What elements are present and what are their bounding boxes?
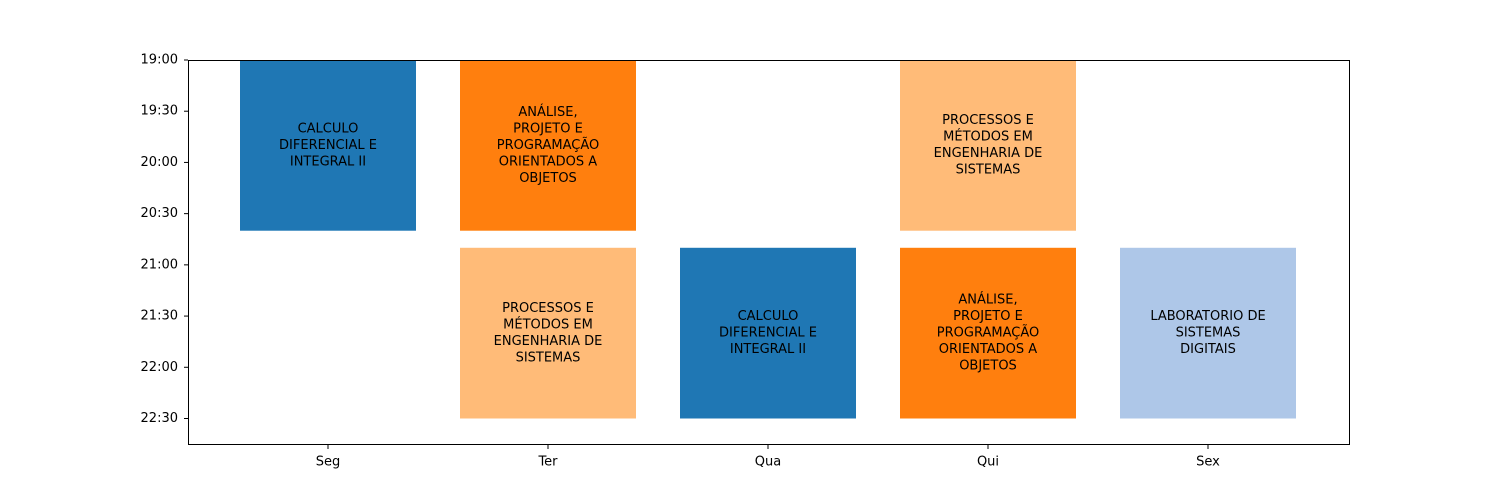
class-block-label-line: SISTEMAS: [956, 163, 1021, 178]
y-tick-label: 21:30: [141, 309, 178, 324]
class-block-label-line: ORIENTADOS A: [499, 154, 597, 169]
y-tick-label: 22:30: [141, 411, 178, 426]
x-axis: Seg Ter Qua Qui Sex: [316, 445, 1220, 470]
class-block-rect: [1120, 247, 1296, 419]
class-block-rect: [680, 247, 856, 419]
class-block-label-line: PROCESSOS E: [942, 113, 1034, 128]
x-tick-label-seg: Seg: [316, 455, 341, 470]
class-block-rect: [900, 60, 1076, 231]
y-tick-label: 20:00: [141, 155, 178, 170]
class-block-rect: [240, 60, 416, 231]
class-block-label-line: DIFERENCIAL E: [719, 326, 817, 341]
class-block-rect: [460, 247, 636, 419]
class-block-label-line: SISTEMAS: [1176, 326, 1241, 341]
class-block-label-line: OBJETOS: [519, 171, 577, 186]
class-block-label-line: DIGITAIS: [1180, 342, 1236, 357]
class-block-label-line: MÉTODOS EM: [503, 316, 593, 332]
class-block-label-line: CALCULO: [738, 309, 799, 324]
class-block-rect: [900, 247, 1076, 419]
plot-area-frame: [188, 60, 1350, 445]
class-block-label-line: DIFERENCIAL E: [279, 138, 377, 153]
class-block-label-line: PROGRAMAÇÃO: [937, 325, 1039, 341]
class-block-label-line: MÉTODOS EM: [943, 129, 1033, 145]
class-block-label-line: ENGENHARIA DE: [934, 146, 1043, 161]
class-block-rect: [460, 60, 636, 231]
x-tick-label-sex: Sex: [1196, 455, 1220, 470]
class-block-label-line: PROGRAMAÇÃO: [497, 137, 599, 153]
class-block-label-line: PROJETO E: [953, 309, 1023, 324]
x-tick-label-qui: Qui: [977, 455, 999, 470]
class-block-label-line: SISTEMAS: [516, 350, 581, 365]
class-block-label-line: PROCESSOS E: [502, 301, 594, 316]
class-block-label-line: CALCULO: [298, 121, 359, 136]
y-tick-label: 20:30: [141, 206, 178, 221]
y-tick-label: 19:30: [141, 104, 178, 119]
class-block-label-line: LABORATORIO DE: [1150, 309, 1265, 324]
class-block-label-line: OBJETOS: [959, 359, 1017, 374]
class-block-label-line: INTEGRAL II: [730, 342, 806, 357]
class-block-label-line: ORIENTADOS A: [939, 342, 1037, 357]
class-block-label-line: ENGENHARIA DE: [494, 334, 603, 349]
y-tick-label: 22:00: [141, 360, 178, 375]
x-tick-label-qua: Qua: [755, 455, 781, 470]
x-tick-label-ter: Ter: [537, 455, 558, 470]
y-tick-label: 19:00: [141, 53, 178, 68]
y-axis: 19:00 19:30 20:00 20:30 21:00 21:30 22:00 22:30: [141, 53, 188, 426]
class-block-label-line: INTEGRAL II: [290, 154, 366, 169]
class-block-label-line: PROJETO E: [513, 121, 583, 136]
class-block-label-line: ANÁLISE,: [958, 292, 1017, 308]
class-block-label-line: ANÁLISE,: [518, 104, 577, 120]
y-tick-label: 21:00: [141, 257, 178, 272]
